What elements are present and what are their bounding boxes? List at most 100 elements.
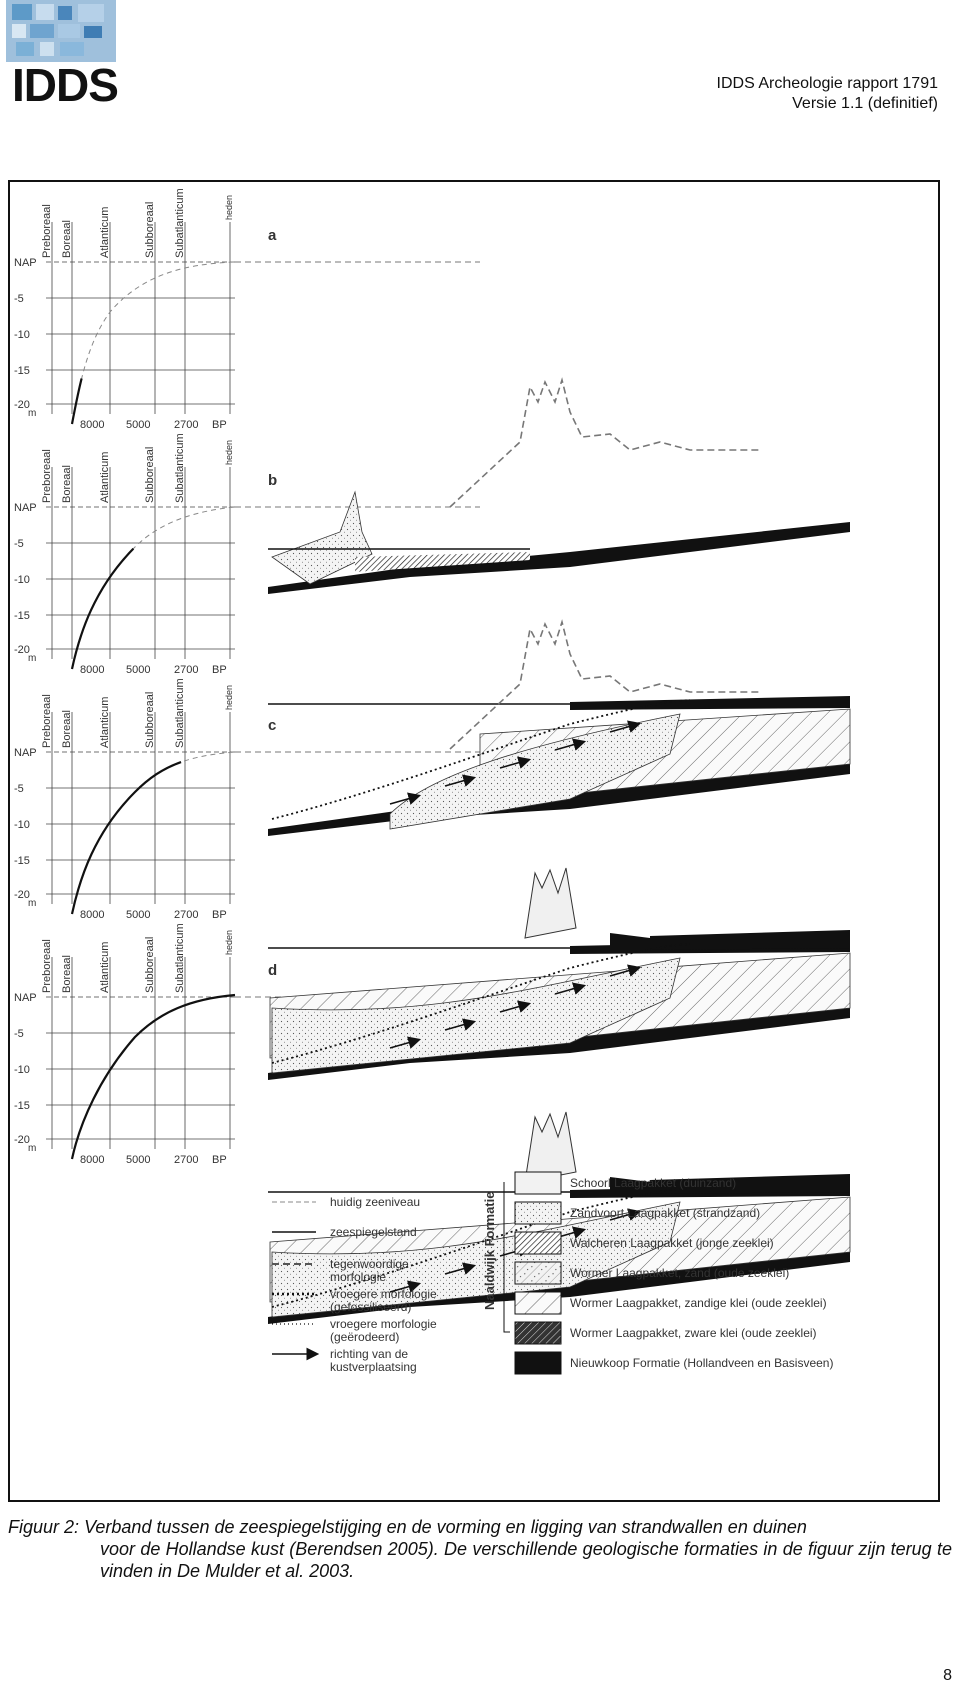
depth-tick-label: -10 — [14, 574, 30, 586]
sea-level-curve-dashed — [71, 261, 236, 425]
legend-line-label: tegenwoordige — [330, 1257, 409, 1271]
young-clay — [355, 552, 530, 572]
period-label: Atlanticum — [99, 697, 111, 748]
sea-level-curve-solid — [70, 993, 236, 1160]
depth-tick-label: -15 — [14, 855, 30, 867]
legend-unit-label: Walcheren Laagpakket (jonge zeeklei) — [570, 1236, 774, 1250]
present-morphology — [449, 377, 760, 508]
legend-unit-label: Wormer Laagpakket, zand (oude zeeklei) — [570, 1266, 789, 1280]
depth-tick-label: -15 — [14, 365, 30, 377]
age-tick-label: 2700 — [174, 1154, 198, 1166]
figure-legend: huidig zeeniveauzeespiegelstandtegenwoor… — [272, 1171, 833, 1375]
period-label: heden — [224, 195, 234, 220]
legend-line-label: vroegere morfologie — [330, 1287, 437, 1301]
period-label: Preboreaal — [41, 449, 53, 503]
period-label: Subboreaal — [144, 447, 156, 503]
depth-tick-label: NAP — [14, 257, 37, 269]
period-label: Subatlanticum — [174, 433, 186, 503]
period-label: Preboreaal — [41, 204, 53, 258]
fossil-morphology — [271, 943, 691, 1064]
coast-shift-arrow — [609, 720, 642, 733]
age-tick-label: 8000 — [80, 909, 104, 921]
period-label: Boreaal — [61, 465, 73, 503]
depth-unit-label: m — [28, 1143, 36, 1154]
peat-patch — [610, 1177, 650, 1197]
coast-shift-arrow — [499, 1000, 532, 1013]
sea-level-curve-dashed — [71, 994, 236, 1160]
age-tick-label: 2700 — [174, 909, 198, 921]
dune-sand — [271, 490, 373, 585]
legend-unit-swatch — [514, 1201, 562, 1225]
cross-section-c — [268, 867, 851, 1080]
peat-patch — [650, 1174, 850, 1194]
depth-tick-label: -5 — [14, 293, 24, 305]
peat-patch — [650, 930, 850, 950]
period-label: Boreaal — [61, 955, 73, 993]
coast-shift-arrow — [609, 1208, 642, 1221]
depth-tick-label: NAP — [14, 502, 37, 514]
logo-text: IDDS — [12, 59, 119, 111]
depth-tick-label: -10 — [14, 1064, 30, 1076]
age-tick-label: 5000 — [126, 1154, 150, 1166]
peat-top — [570, 696, 850, 710]
report-header: IDDS Archeologie rapport 1791 Versie 1.1… — [717, 74, 938, 114]
sea-level-curve-solid — [70, 260, 236, 425]
caption-line1: Verband tussen de zeespiegelstijging en … — [84, 1517, 807, 1537]
age-tick-label: BP — [212, 419, 227, 431]
legend-unit-swatch — [514, 1261, 562, 1285]
dune-ridge — [524, 867, 577, 939]
age-tick-label: 8000 — [80, 664, 104, 676]
age-tick-label: BP — [212, 664, 227, 676]
legend-unit-swatch — [514, 1351, 562, 1375]
depth-unit-label: m — [28, 653, 36, 664]
formation-bracket — [503, 1182, 510, 1333]
dune-ridge — [524, 1111, 577, 1183]
legend-unit-swatch — [514, 1171, 562, 1195]
report-title: IDDS Archeologie rapport 1791 — [716, 75, 938, 92]
coast-shift-arrow — [444, 1018, 477, 1031]
legend-line-label: richting van de — [330, 1347, 408, 1361]
coast-shift-arrow — [389, 1280, 422, 1293]
report-version: Versie 1.1 (definitief) — [792, 95, 938, 112]
depth-tick-label: -10 — [14, 329, 30, 341]
legend-line-label: kustverplaatsing — [330, 1360, 417, 1374]
depth-tick-label: -20 — [14, 1134, 30, 1146]
coast-shift-arrow — [499, 756, 532, 769]
cross-section-a — [268, 377, 850, 594]
period-label: Boreaal — [61, 220, 73, 258]
legend-line-label: huidig zeeniveau — [330, 1195, 420, 1209]
age-tick-label: 8000 — [80, 419, 104, 431]
period-label: Atlanticum — [99, 942, 111, 993]
period-label: Atlanticum — [99, 452, 111, 503]
legend-unit-label: Schoorl Laagpakket (duinzand) — [570, 1176, 736, 1190]
period-label: heden — [224, 440, 234, 465]
depth-unit-label: m — [28, 898, 36, 909]
caption-label: Figuur 2: — [8, 1517, 80, 1537]
age-tick-label: 5000 — [126, 419, 150, 431]
coast-shift-arrow — [389, 1036, 422, 1049]
age-tick-label: BP — [212, 1154, 227, 1166]
legend-line-label: (gefossiliseerd) — [330, 1300, 411, 1314]
caption-line2: voor de Hollandse kust (Berendsen 2005).… — [100, 1539, 952, 1581]
panel-letter: a — [268, 227, 277, 244]
legend-unit-label: Wormer Laagpakket, zware klei (oude zeek… — [570, 1326, 817, 1340]
legend-unit-swatch — [514, 1231, 562, 1255]
panel-letter: b — [268, 472, 277, 489]
age-tick-label: 5000 — [126, 664, 150, 676]
panel-letter: d — [268, 962, 277, 979]
sea-level-curve-solid — [70, 750, 236, 915]
page-number: 8 — [943, 1667, 952, 1684]
sea-level-curve-dashed — [71, 506, 236, 670]
depth-tick-label: -20 — [14, 889, 30, 901]
depth-tick-label: -5 — [14, 783, 24, 795]
depth-tick-label: NAP — [14, 992, 37, 1004]
period-label: Subatlanticum — [174, 923, 186, 993]
depth-unit-label: m — [28, 408, 36, 419]
peat-layer — [268, 522, 850, 594]
depth-tick-label: -20 — [14, 644, 30, 656]
depth-tick-label: -5 — [14, 538, 24, 550]
